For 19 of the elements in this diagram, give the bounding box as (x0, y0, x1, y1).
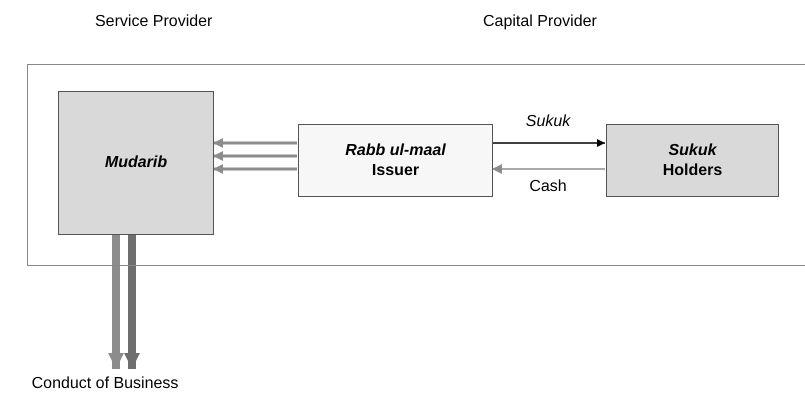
mudarib-box (58, 91, 214, 235)
arrow (213, 151, 297, 161)
arrow (124, 234, 140, 369)
frame-box (27, 64, 805, 266)
arrow (492, 139, 605, 147)
arrow (492, 164, 605, 174)
box-heading: Sukuk (668, 140, 716, 160)
issuer-box (298, 124, 493, 197)
box-text: Mudarib (104, 153, 168, 173)
box-heading: Rabb ul-maal (345, 140, 446, 160)
box-text: Holders (662, 160, 722, 180)
box-text: Issuer (372, 160, 420, 180)
arrow (213, 138, 297, 148)
column-heading: Capital Provider (483, 13, 597, 31)
arrow (213, 164, 297, 174)
box-text: Conduct of Business (32, 374, 178, 394)
arrow (108, 234, 124, 369)
column-heading: Service Provider (95, 13, 212, 31)
holders-box (606, 124, 779, 197)
